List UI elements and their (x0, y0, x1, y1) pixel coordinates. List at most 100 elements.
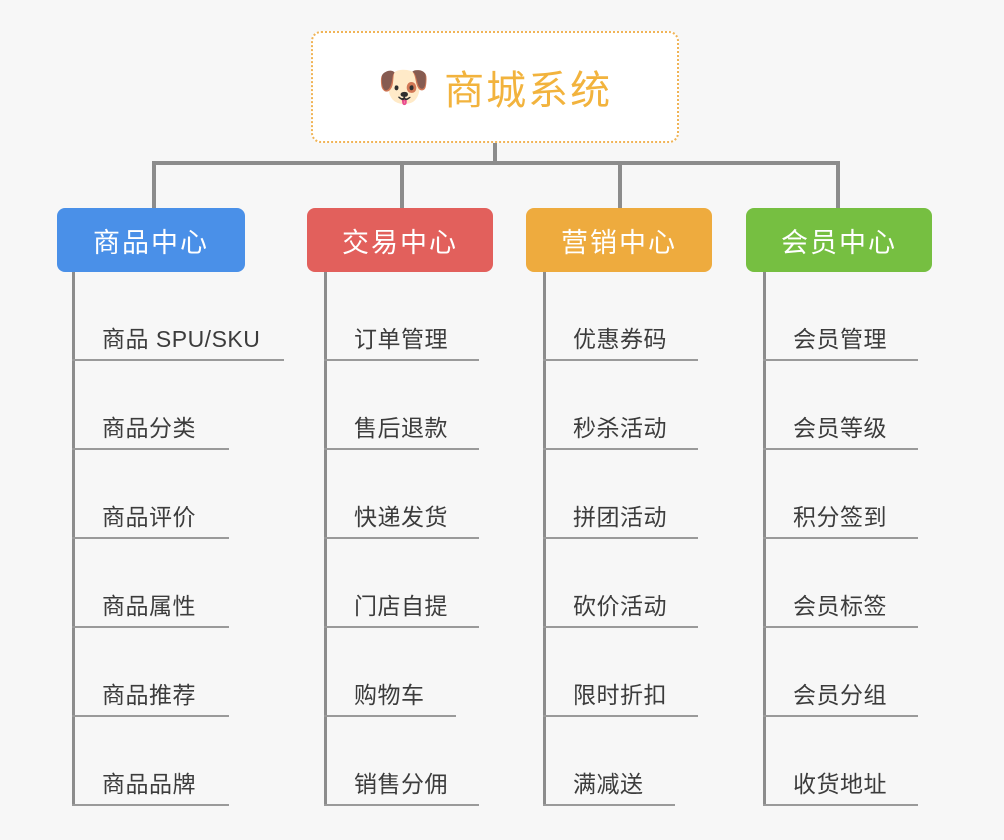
leaf-node[interactable]: 秒杀活动 (543, 361, 720, 450)
leaf-underline (324, 359, 479, 361)
leaf-underline (324, 626, 479, 628)
leaf-underline (763, 626, 918, 628)
leaf-inner: 会员标签 (763, 587, 940, 628)
leaf-inner: 拼团活动 (543, 498, 720, 539)
leaf-inner: 积分签到 (763, 498, 940, 539)
leaf-inner: 购物车 (324, 676, 478, 717)
leaf-node[interactable]: 优惠券码 (543, 272, 720, 361)
leaf-node[interactable]: 砍价活动 (543, 539, 720, 628)
category-trunk-4 (763, 272, 766, 806)
leaf-label: 订单管理 (354, 326, 448, 352)
leaf-underline (543, 626, 698, 628)
leaf-underline (72, 804, 229, 806)
leaf-label: 商品 SPU/SKU (102, 326, 261, 352)
leaf-label: 商品推荐 (102, 682, 196, 708)
leaf-inner: 会员管理 (763, 320, 940, 361)
leaf-node[interactable]: 收货地址 (763, 717, 940, 806)
category-card-4[interactable]: 会员中心 (746, 208, 932, 272)
category-label: 会员中心 (781, 227, 897, 258)
category-column-3: 营销中心优惠券码秒杀活动拼团活动砍价活动限时折扣满减送 (526, 208, 712, 806)
category-label: 交易中心 (342, 227, 458, 258)
connector-drop-3 (618, 161, 622, 208)
leaf-underline (72, 715, 229, 717)
leaf-label: 会员标签 (793, 593, 887, 619)
leaf-inner: 门店自提 (324, 587, 501, 628)
category-trunk-2 (324, 272, 327, 806)
dog-face-icon: 🐶 (377, 63, 431, 110)
leaf-inner: 商品评价 (72, 498, 251, 539)
leaf-node[interactable]: 积分签到 (763, 450, 940, 539)
leaf-inner: 商品 SPU/SKU (72, 320, 306, 361)
leaf-node[interactable]: 销售分佣 (324, 717, 501, 806)
connector-root-stem (493, 143, 497, 163)
leaf-node[interactable]: 商品 SPU/SKU (72, 272, 306, 361)
root-title: 商城系统 (444, 69, 613, 113)
leaf-inner: 商品品牌 (72, 765, 251, 806)
leaf-label: 秒杀活动 (573, 415, 667, 441)
leaf-label: 商品评价 (102, 504, 196, 530)
leaf-node[interactable]: 订单管理 (324, 272, 501, 361)
leaf-label: 优惠券码 (573, 326, 667, 352)
category-column-2: 交易中心订单管理售后退款快递发货门店自提购物车销售分佣 (307, 208, 493, 806)
leaf-node[interactable]: 会员管理 (763, 272, 940, 361)
leaf-underline (72, 448, 229, 450)
leaf-label: 会员管理 (793, 326, 887, 352)
category-column-1: 商品中心商品 SPU/SKU 商品分类商品评价商品属性商品推荐商品品牌 (57, 208, 284, 806)
leaf-inner: 会员分组 (763, 676, 940, 717)
leaf-node[interactable]: 快递发货 (324, 450, 501, 539)
leaf-label: 门店自提 (354, 593, 448, 619)
leaf-label: 商品属性 (102, 593, 196, 619)
leaf-underline (543, 448, 698, 450)
category-trunk-3 (543, 272, 546, 806)
leaf-node[interactable]: 拼团活动 (543, 450, 720, 539)
leaf-inner: 快递发货 (324, 498, 501, 539)
leaf-underline (763, 448, 918, 450)
leaf-label: 积分签到 (793, 504, 887, 530)
leaf-inner: 满减送 (543, 765, 697, 806)
leaf-node[interactable]: 门店自提 (324, 539, 501, 628)
leaf-node[interactable]: 会员分组 (763, 628, 940, 717)
leaf-inner: 收货地址 (763, 765, 940, 806)
leaf-node[interactable]: 售后退款 (324, 361, 501, 450)
leaf-inner: 订单管理 (324, 320, 501, 361)
leaf-inner: 会员等级 (763, 409, 940, 450)
leaf-inner: 优惠券码 (543, 320, 720, 361)
leaf-underline (543, 537, 698, 539)
leaf-inner: 秒杀活动 (543, 409, 720, 450)
leaf-underline (763, 359, 918, 361)
leaf-underline (324, 715, 456, 717)
category-card-2[interactable]: 交易中心 (307, 208, 493, 272)
leaf-node[interactable]: 商品品牌 (72, 717, 251, 806)
category-card-3[interactable]: 营销中心 (526, 208, 712, 272)
leaf-inner: 砍价活动 (543, 587, 720, 628)
leaf-node[interactable]: 商品属性 (72, 539, 251, 628)
category-card-1[interactable]: 商品中心 (57, 208, 245, 272)
leaf-underline (72, 537, 229, 539)
leaf-node[interactable]: 商品分类 (72, 361, 251, 450)
leaf-inner: 商品分类 (72, 409, 251, 450)
leaf-node[interactable]: 限时折扣 (543, 628, 720, 717)
leaf-label: 限时折扣 (573, 682, 667, 708)
leaf-label: 销售分佣 (354, 771, 448, 797)
leaf-inner: 限时折扣 (543, 676, 720, 717)
leaf-inner: 售后退款 (324, 409, 501, 450)
leaf-underline (543, 804, 675, 806)
leaf-node[interactable]: 商品推荐 (72, 628, 251, 717)
leaf-node[interactable]: 商品评价 (72, 450, 251, 539)
leaf-label: 会员等级 (793, 415, 887, 441)
leaf-label: 商品品牌 (102, 771, 196, 797)
leaf-label: 拼团活动 (573, 504, 667, 530)
leaf-node[interactable]: 购物车 (324, 628, 478, 717)
connector-drop-2 (400, 161, 404, 208)
leaf-node[interactable]: 满减送 (543, 717, 697, 806)
leaf-underline (543, 359, 698, 361)
leaf-underline (763, 715, 918, 717)
leaf-node[interactable]: 会员标签 (763, 539, 940, 628)
category-label: 商品中心 (93, 227, 209, 258)
leaf-underline (324, 448, 479, 450)
leaf-node[interactable]: 会员等级 (763, 361, 940, 450)
leaf-underline (763, 804, 918, 806)
root-node[interactable]: 🐶 商城系统 (311, 31, 679, 143)
leaf-inner: 商品属性 (72, 587, 251, 628)
